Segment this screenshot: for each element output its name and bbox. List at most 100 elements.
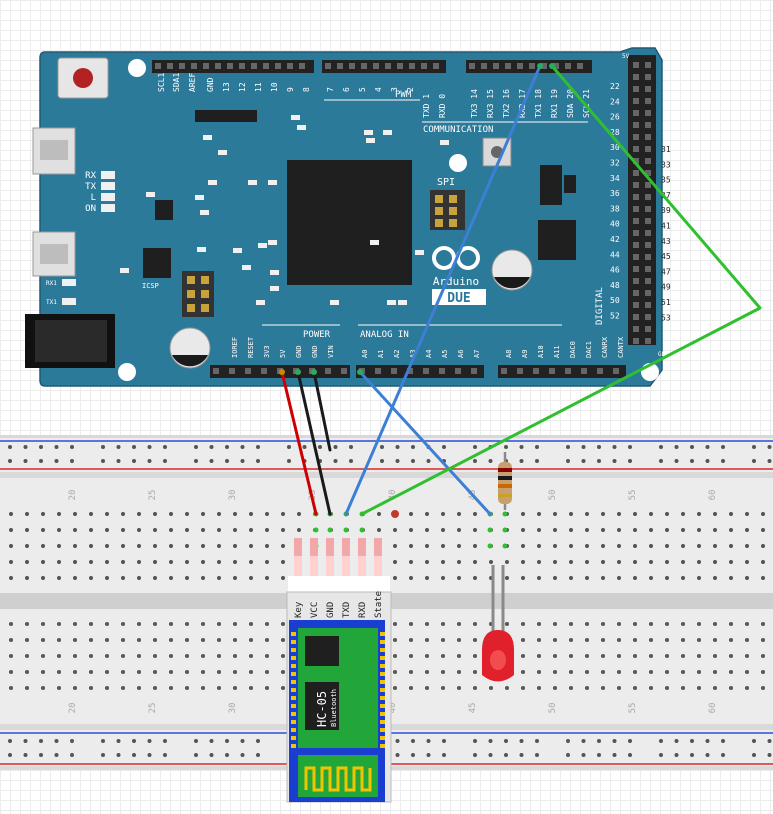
terminal-hole bbox=[249, 560, 253, 564]
header-pin bbox=[517, 63, 523, 69]
header-pin bbox=[645, 146, 651, 152]
power-pin-label: RESET bbox=[247, 336, 255, 358]
terminal-hole bbox=[169, 670, 173, 674]
rail-hole bbox=[395, 445, 400, 449]
edge-pad bbox=[291, 688, 296, 692]
digital-pin-label: 36 bbox=[610, 189, 620, 198]
column-number: 40 bbox=[388, 703, 398, 714]
terminal-hole bbox=[25, 670, 29, 674]
digital-pin-label: 41 bbox=[661, 222, 671, 231]
rail-hole bbox=[116, 739, 121, 743]
terminal-hole bbox=[761, 654, 765, 658]
reset-button-cap[interactable] bbox=[73, 68, 93, 88]
wire-gnd-to-rail[interactable] bbox=[312, 370, 332, 452]
terminal-hole bbox=[169, 686, 173, 690]
rail-hole bbox=[767, 459, 772, 463]
header-pin bbox=[613, 368, 619, 374]
rail-hole bbox=[411, 445, 415, 449]
terminal-hole bbox=[185, 560, 189, 564]
terminal-hole bbox=[137, 686, 141, 690]
digital-pin-label: 24 bbox=[610, 97, 620, 106]
terminal-hole bbox=[25, 622, 29, 626]
analog-pin-label: A0 bbox=[361, 350, 369, 358]
rail-hole bbox=[473, 459, 477, 463]
smd-component bbox=[268, 240, 277, 245]
rail-hole bbox=[504, 445, 508, 449]
terminal-hole bbox=[233, 544, 237, 548]
header-pin bbox=[373, 63, 379, 69]
wire-rx1-to-rxd[interactable] bbox=[360, 64, 762, 516]
edge-pad bbox=[291, 728, 296, 732]
terminal-hole bbox=[25, 544, 29, 548]
terminal-hole bbox=[393, 560, 397, 564]
rail-hole bbox=[333, 459, 338, 463]
terminal-hole bbox=[377, 512, 381, 516]
hc05-pin-label: TXD bbox=[342, 602, 352, 618]
rail-hole bbox=[659, 459, 663, 463]
wire-a0-to-resistor[interactable] bbox=[358, 370, 492, 516]
icsp-pin bbox=[187, 304, 195, 312]
column-number: 55 bbox=[628, 490, 638, 501]
terminal-hole bbox=[281, 622, 285, 626]
digital-pin-label: 51 bbox=[661, 298, 671, 307]
wire-tx1-to-txd[interactable] bbox=[344, 64, 542, 516]
breadboard-holes bbox=[8, 445, 772, 757]
header-pin bbox=[251, 63, 257, 69]
header-pin bbox=[341, 368, 347, 374]
terminal-hole bbox=[121, 528, 125, 532]
rail-hole bbox=[194, 753, 198, 757]
terminal-hole bbox=[137, 622, 141, 626]
rail-hole bbox=[473, 739, 477, 743]
terminal-hole bbox=[665, 544, 669, 548]
terminal-hole bbox=[697, 686, 701, 690]
rail-hole bbox=[488, 739, 493, 743]
rail-hole bbox=[674, 445, 679, 449]
terminal-hole bbox=[665, 622, 669, 626]
terminal-hole bbox=[457, 654, 461, 658]
rail-hole bbox=[628, 739, 632, 743]
resistor-band bbox=[498, 484, 512, 488]
terminal-hole bbox=[409, 528, 413, 532]
hc05-header-pin bbox=[358, 556, 366, 592]
terminal-hole bbox=[505, 560, 509, 564]
wire-gnd-to-gnd[interactable] bbox=[296, 370, 332, 516]
terminal-hole bbox=[121, 670, 125, 674]
terminal-hole bbox=[73, 622, 77, 626]
terminal-hole bbox=[761, 576, 765, 580]
terminal-hole bbox=[137, 512, 141, 516]
terminal-hole bbox=[185, 686, 189, 690]
rail-hole bbox=[535, 753, 539, 757]
top-pin-label: RX1 19 bbox=[550, 89, 559, 118]
terminal-hole bbox=[505, 686, 509, 690]
terminal-hole bbox=[521, 686, 525, 690]
led-tx1 bbox=[62, 298, 76, 305]
terminal-hole bbox=[457, 670, 461, 674]
digital-pin-label: 32 bbox=[610, 159, 620, 168]
rail-hole bbox=[752, 459, 756, 463]
terminal-hole bbox=[169, 576, 173, 580]
terminal-hole bbox=[169, 622, 173, 626]
edge-pad bbox=[291, 704, 296, 708]
top-pin-label: 3 bbox=[390, 87, 399, 92]
top-pin-label: 2 bbox=[406, 87, 415, 92]
voltage-regulator bbox=[540, 165, 562, 205]
terminal-hole bbox=[729, 544, 733, 548]
terminal-hole bbox=[457, 622, 461, 626]
terminal-hole bbox=[441, 638, 445, 642]
terminal-hole bbox=[585, 528, 589, 532]
terminal-hole bbox=[233, 622, 237, 626]
terminal-hole bbox=[137, 654, 141, 658]
wires bbox=[279, 63, 762, 518]
spi-pin bbox=[435, 195, 443, 203]
terminal-hole bbox=[425, 622, 429, 626]
rail-hole bbox=[411, 739, 415, 743]
terminal-hole bbox=[393, 654, 397, 658]
rail-hole bbox=[194, 445, 198, 449]
terminal-hole bbox=[201, 560, 205, 564]
rail-hole bbox=[209, 445, 214, 449]
wire-end bbox=[279, 369, 285, 375]
header-pin bbox=[645, 266, 651, 272]
wire-5v-to-vcc[interactable] bbox=[280, 370, 318, 516]
terminal-hole bbox=[441, 544, 445, 548]
